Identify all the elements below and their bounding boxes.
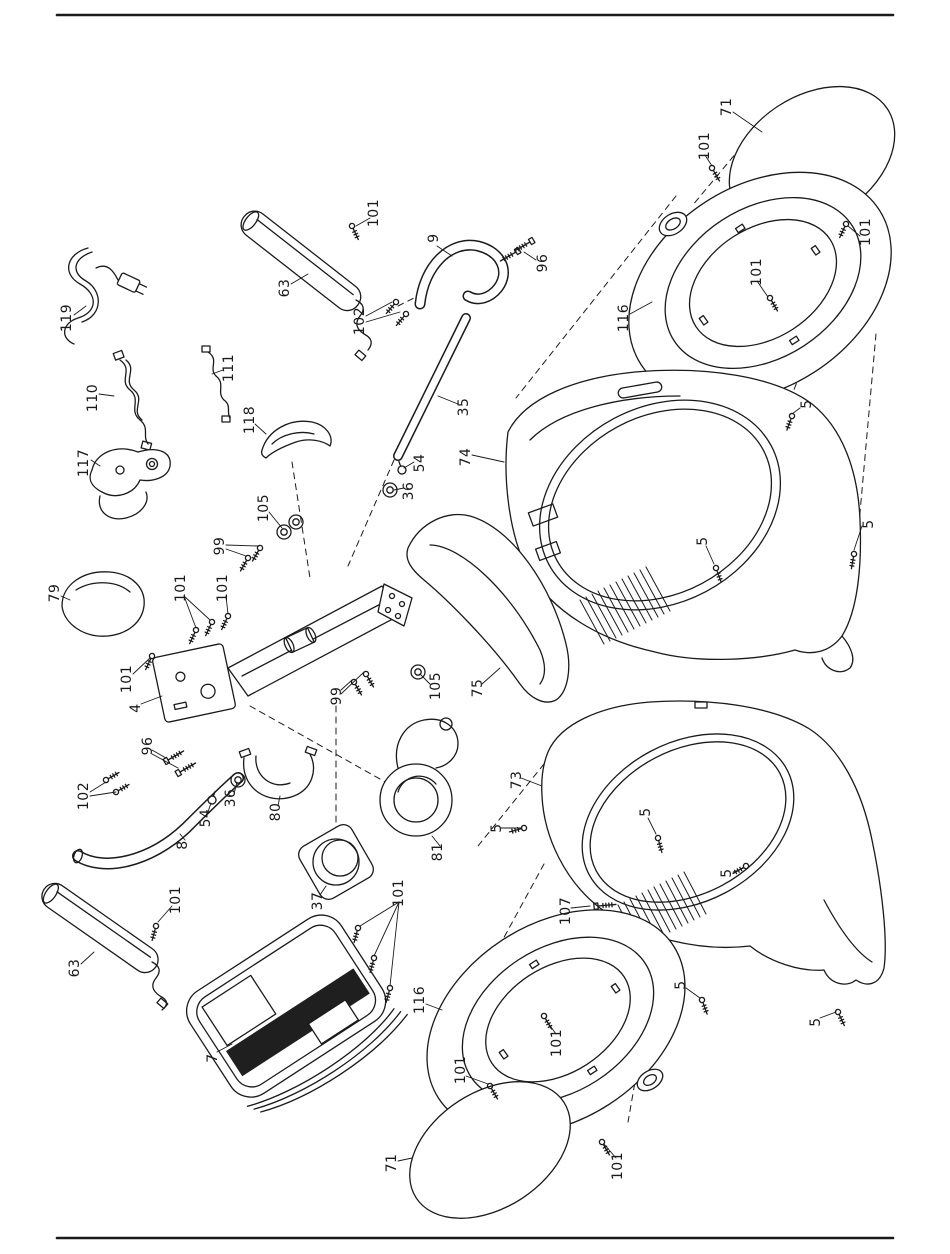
part-4-bracket xyxy=(152,583,413,723)
part-119-power-cord xyxy=(64,247,148,345)
part-37-cap xyxy=(298,824,374,900)
part-118-cover xyxy=(260,420,332,459)
part-75-shield xyxy=(406,513,570,703)
part-71-endcap-bottom xyxy=(409,1081,571,1219)
part-80-clamp xyxy=(238,745,318,800)
part-35-spacer-tube xyxy=(393,313,471,461)
part-79-cover xyxy=(61,571,145,637)
part-63-handlebar-bottom xyxy=(41,882,169,1011)
part-111-wire xyxy=(201,345,231,423)
part-63-handlebar-top xyxy=(240,210,372,362)
part-81-clamp-assembly xyxy=(379,717,459,837)
part-7-console xyxy=(185,914,408,1113)
part-116-ring-top xyxy=(628,171,892,403)
part-9-handlebar-junction xyxy=(414,239,509,310)
part-116-ring-bottom xyxy=(426,909,686,1135)
leader-lines xyxy=(60,111,863,1162)
part-74-right-shroud xyxy=(505,369,862,673)
part-8-handlebar-tube xyxy=(72,772,244,870)
part-110-wire xyxy=(112,349,153,451)
part-117-clamp-assembly xyxy=(89,448,171,520)
